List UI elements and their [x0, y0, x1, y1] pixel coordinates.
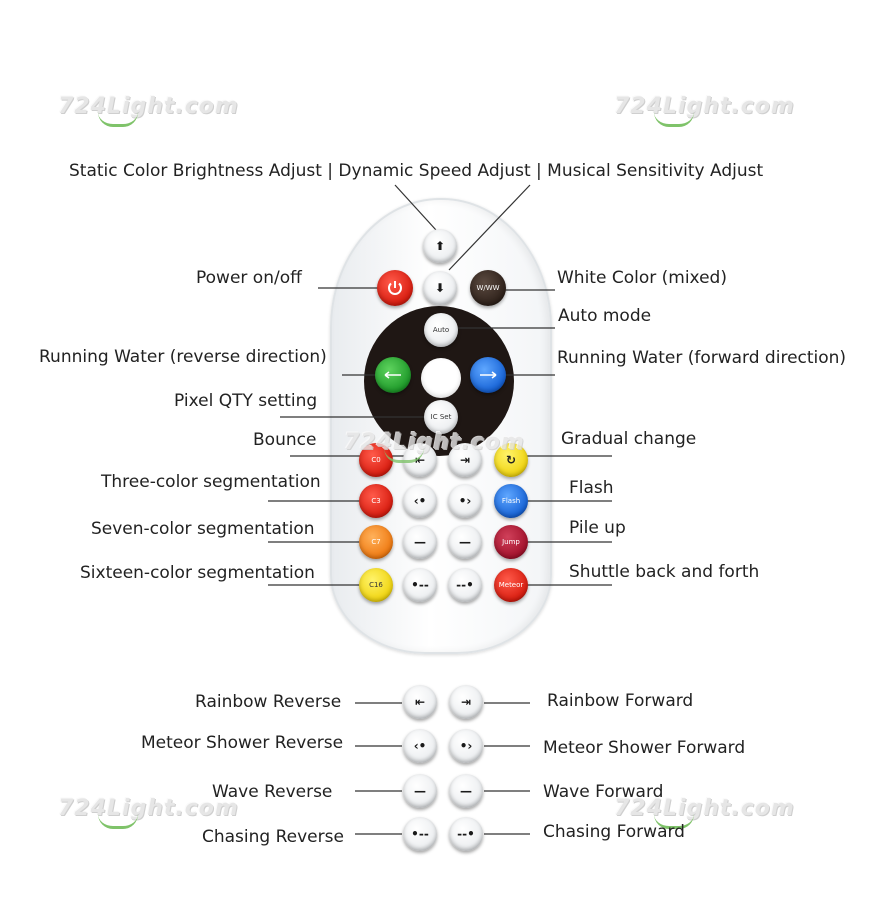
label-chasing-reverse: Chasing Reverse — [202, 827, 344, 847]
meteor-label: Meteor — [498, 581, 524, 589]
dash-icon: — — [414, 535, 426, 549]
meteor-right-button[interactable]: •› — [448, 484, 482, 518]
double-arrow-right-icon: ⇥ — [460, 695, 472, 709]
chasing-forward-button[interactable]: --• — [449, 817, 483, 851]
double-arrow-right-icon: ⇥ — [459, 453, 471, 467]
wave-forward-button[interactable]: — — [449, 774, 483, 808]
watermark: 724Light.com — [58, 796, 239, 829]
label-chasing-forward: Chasing Forward — [543, 822, 685, 842]
label-flash: Flash — [569, 478, 614, 498]
c0-label: C0 — [371, 456, 381, 464]
auto-button[interactable]: Auto — [424, 313, 458, 347]
c3-button[interactable]: C3 — [359, 484, 393, 518]
white-ww-label: W/WW — [476, 284, 500, 292]
chase-left-icon: •-- — [411, 827, 429, 841]
wave-left-button[interactable]: — — [403, 525, 437, 559]
double-arrow-left-icon: ⇤ — [414, 695, 426, 709]
c7-button[interactable]: C7 — [359, 525, 393, 559]
dash-icon: — — [460, 784, 472, 798]
label-meteor-reverse: Meteor Shower Reverse — [141, 733, 344, 753]
double-arrow-left-icon: ⇤ — [414, 453, 426, 467]
ic-set-button[interactable]: IC Set — [424, 400, 458, 434]
up-arrow-icon: ⬆ — [434, 239, 446, 253]
label-gradual: Gradual change — [561, 429, 697, 449]
watermark: 724Light.com — [58, 94, 239, 127]
label-three-color: Three-color segmentation — [101, 472, 321, 492]
label-pile-up: Pile up — [569, 518, 626, 538]
rainbow-forward-button[interactable]: ⇥ — [449, 685, 483, 719]
label-shuttle: Shuttle back and forth — [569, 562, 760, 582]
arrow-left-icon — [384, 371, 401, 379]
label-pixel-qty: Pixel QTY setting — [174, 391, 318, 411]
chase-left-button[interactable]: •-- — [403, 568, 437, 602]
meteor-button[interactable]: Meteor — [494, 568, 528, 602]
jump-label: Jump — [502, 538, 520, 546]
meteor-left-button[interactable]: ‹• — [403, 484, 437, 518]
label-white: White Color (mixed) — [557, 268, 727, 288]
running-water-reverse-button[interactable] — [375, 357, 411, 393]
down-arrow-button[interactable]: ⬇ — [423, 271, 457, 305]
meteor-reverse-button[interactable]: ‹• — [403, 729, 437, 763]
white-ww-button[interactable]: W/WW — [470, 270, 506, 306]
dash-icon: — — [459, 535, 471, 549]
wave-right-button[interactable]: — — [448, 525, 482, 559]
label-wave-reverse: Wave Reverse — [212, 782, 333, 802]
power-button[interactable] — [377, 270, 413, 306]
cycle-icon: ↻ — [505, 453, 517, 467]
label-bounce: Bounce — [253, 430, 317, 450]
meteor-forward-button[interactable]: •› — [449, 729, 483, 763]
jump-button[interactable]: Jump — [494, 525, 528, 559]
c16-label: C16 — [369, 581, 383, 589]
watermark: 724Light.com — [344, 430, 525, 463]
down-arrow-icon: ⬇ — [434, 281, 446, 295]
label-running-forward: Running Water (forward direction) — [557, 348, 847, 368]
label-top-adjust: Static Color Brightness Adjust | Dynamic… — [69, 161, 764, 181]
auto-label: Auto — [432, 326, 450, 334]
wave-reverse-button[interactable]: — — [403, 774, 437, 808]
label-power: Power on/off — [196, 268, 302, 288]
label-seven-color: Seven-color segmentation — [91, 519, 315, 539]
running-water-forward-button[interactable] — [470, 357, 506, 393]
up-arrow-button[interactable]: ⬆ — [423, 229, 457, 263]
meteor-left-icon: ‹• — [413, 494, 427, 508]
label-wave-forward: Wave Forward — [543, 782, 664, 802]
watermark: 724Light.com — [614, 94, 795, 127]
chase-right-icon: --• — [457, 827, 475, 841]
gradual-change-button[interactable]: ↻ — [494, 443, 528, 477]
meteor-left-icon: ‹• — [413, 739, 427, 753]
chase-right-button[interactable]: --• — [448, 568, 482, 602]
ic-set-label: IC Set — [430, 413, 452, 421]
c16-button[interactable]: C16 — [359, 568, 393, 602]
watermark: 724Light.com — [614, 796, 795, 829]
power-icon — [388, 281, 402, 295]
bounce-right-button[interactable]: ⇥ — [448, 443, 482, 477]
chasing-reverse-button[interactable]: •-- — [403, 817, 437, 851]
center-button[interactable] — [421, 358, 461, 398]
c7-label: C7 — [371, 538, 381, 546]
label-rainbow-reverse: Rainbow Reverse — [195, 692, 342, 712]
label-running-reverse: Running Water (reverse direction) — [39, 347, 327, 367]
dash-icon: — — [414, 784, 426, 798]
label-auto-mode: Auto mode — [558, 306, 652, 326]
arrow-right-icon — [480, 371, 497, 379]
flash-button[interactable]: Flash — [494, 484, 528, 518]
chase-right-icon: --• — [456, 578, 474, 592]
flash-label: Flash — [501, 497, 521, 505]
label-sixteen-color: Sixteen-color segmentation — [80, 563, 315, 583]
meteor-right-icon: •› — [459, 739, 473, 753]
c3-label: C3 — [371, 497, 381, 505]
rainbow-reverse-button[interactable]: ⇤ — [403, 685, 437, 719]
meteor-right-icon: •› — [458, 494, 472, 508]
chase-left-icon: •-- — [411, 578, 429, 592]
label-rainbow-forward: Rainbow Forward — [547, 691, 694, 711]
label-meteor-forward: Meteor Shower Forward — [543, 738, 746, 758]
